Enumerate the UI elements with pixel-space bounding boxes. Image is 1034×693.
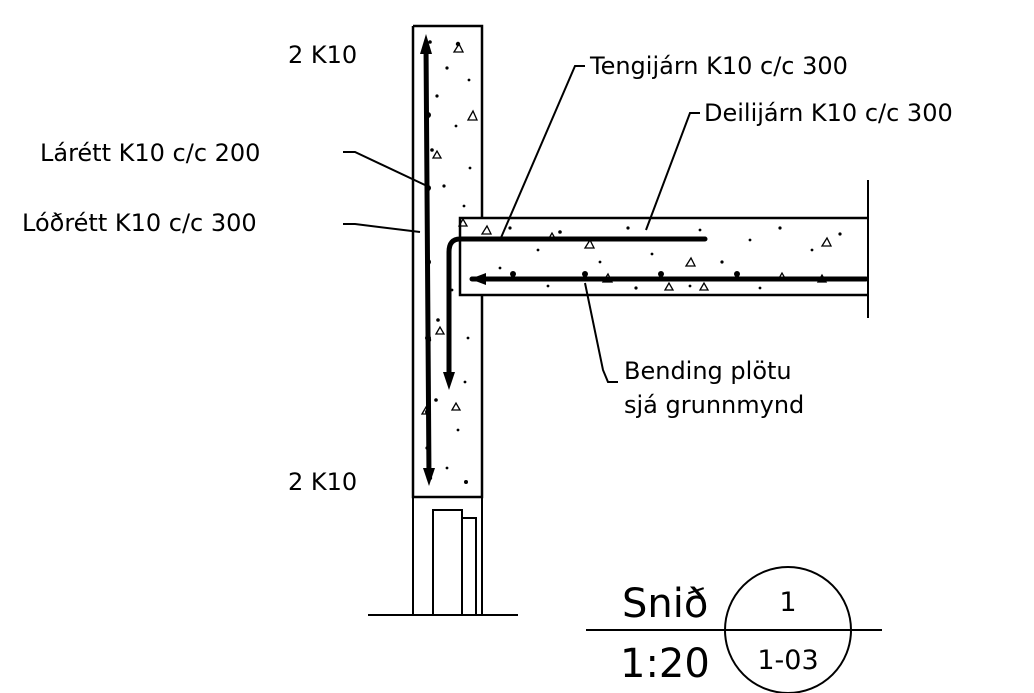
concrete-slab: [458, 180, 869, 318]
label-distribution-bars: Deilijárn K10 c/c 300: [704, 99, 953, 127]
label-vertical-bars: Lóðrétt K10 c/c 300: [22, 209, 257, 237]
starter-bar: [443, 236, 708, 390]
slab-speckle: [480, 224, 842, 291]
label-horizontal-bars: Lárétt K10 c/c 200: [40, 139, 260, 167]
label-slab-rebar-line1: Bending plötu: [624, 357, 792, 385]
section-number: 1: [779, 587, 796, 618]
foundation: [368, 497, 518, 616]
section-scale: 1:20: [620, 641, 710, 687]
label-slab-rebar-line2: sjá grunnmynd: [624, 391, 804, 419]
label-bottom-bars: 2 K10: [288, 468, 357, 496]
wall-rebar: [420, 34, 435, 486]
leaders: [343, 65, 700, 383]
sheet-reference: 1-03: [757, 645, 818, 676]
label-top-bars: 2 K10: [288, 41, 357, 69]
label-starter-bars: Tengijárn K10 c/c 300: [589, 52, 848, 80]
section-label: Snið: [622, 581, 708, 627]
section-title-block: Snið 1:20 1 1-03: [586, 566, 882, 693]
slab-bottom-bar: [469, 271, 869, 285]
